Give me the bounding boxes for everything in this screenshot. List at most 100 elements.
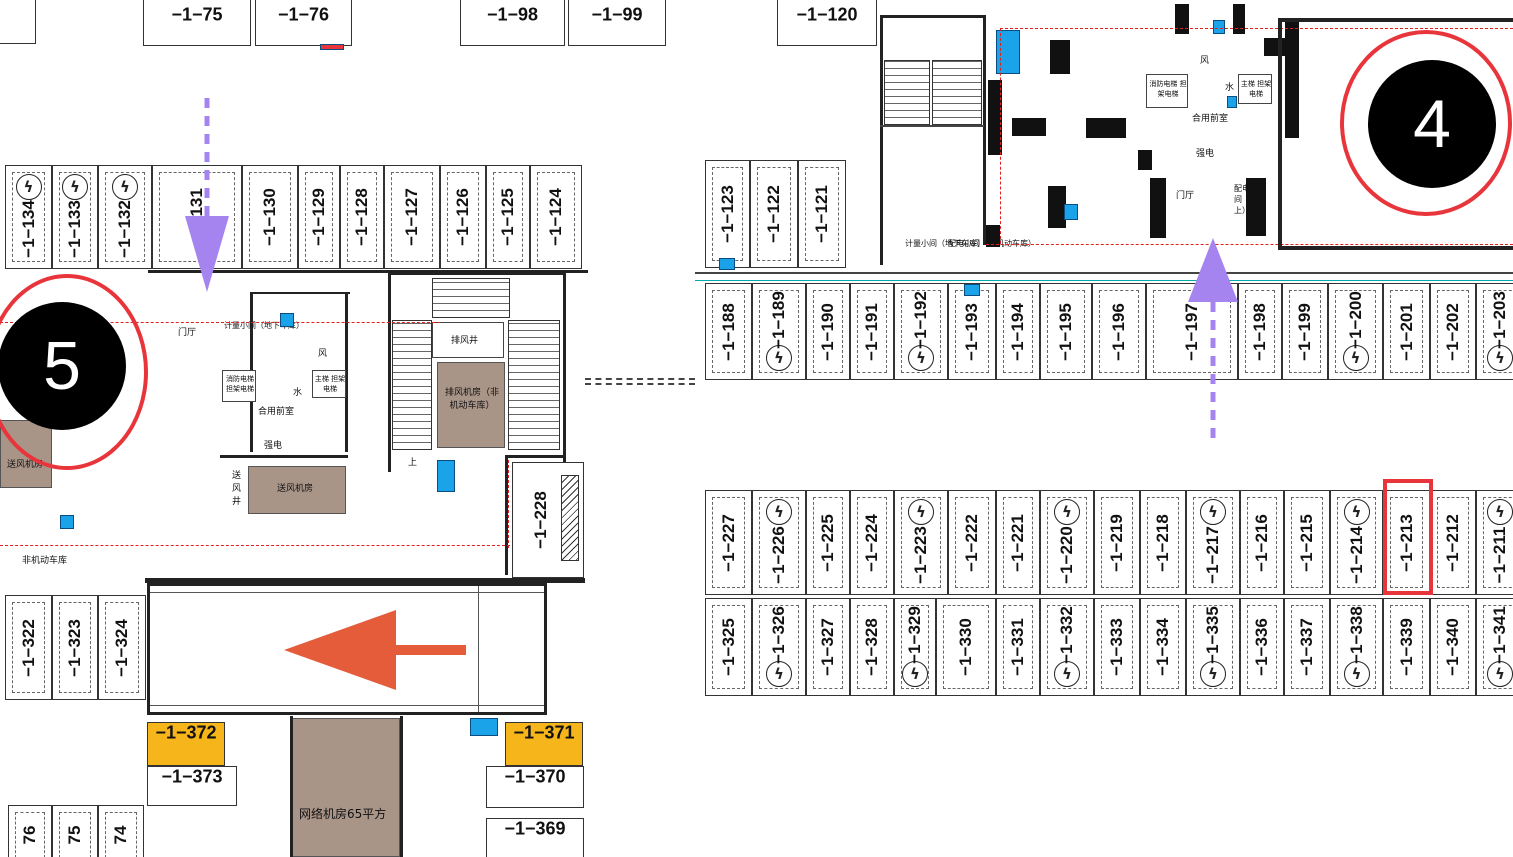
stall-label: −1−325 [718,618,738,676]
ev-charging-icon: ϟ [112,174,138,200]
stairwell [392,320,432,450]
stall-label: −1−226 [769,526,788,584]
stall-label: −1−202 [1443,302,1462,361]
wall [345,292,348,452]
parking-stall: ϟ−1−329 [894,598,936,696]
wall [220,455,348,458]
stall-label: −1−191 [862,302,881,361]
parking-stall: −1−195 [1040,283,1092,380]
stall-label: −1−339 [1396,618,1416,676]
stall-label: −1−373 [161,766,223,787]
ev-charging-icon: ϟ [908,345,934,371]
parking-stall: −1−213 [1383,490,1430,595]
ev-charging-icon: ϟ [766,499,792,525]
parking-stall: −1−126 [440,165,486,269]
stall-label: −1−220 [1057,526,1076,584]
meter-room-label: 计量小间（地下车库） [905,239,985,248]
parking-stall: ϟ−1−132 [98,165,152,269]
stall-label: −1−219 [1107,513,1126,572]
wall [880,15,986,18]
stall-label: −1−223 [911,526,930,584]
boundary-line [1000,28,1513,29]
zone-highlight [0,274,148,470]
ev-charging-icon: ϟ [908,499,934,525]
wall [145,578,585,583]
parking-stall: −1−369 [486,818,584,857]
distribution-room-label: 配电小间（地上） [1234,184,1258,215]
fire-elevator: 消防电梯 担架电梯 [1146,74,1188,108]
blue-marker [964,284,980,296]
ev-charging-icon: ϟ [766,661,792,687]
parking-stall: −1−219 [1094,490,1140,595]
blue-marker [280,313,294,327]
parking-stall: ϟ−1−341 [1476,598,1513,696]
parking-stall: −1−76 [255,0,352,46]
stall-label: −1−372 [155,722,217,743]
parking-stall: −1−334 [1140,598,1186,696]
stall-label: −1−336 [1252,618,1271,676]
stall-label: −1−218 [1153,513,1172,572]
stall-label: −1−214 [1346,526,1366,584]
ev-charging-icon: ϟ [1200,661,1226,687]
parking-stall: −1−128 [340,165,384,269]
direction-arrow-icon [284,610,466,690]
direction-arrow-icon [185,98,229,292]
stairwell [884,60,930,125]
parking-stall: −1−215 [1284,490,1330,595]
stall-label: −1−126 [453,188,472,246]
fire-marker [320,44,344,50]
parking-stall: ϟ−1−192 [894,283,948,380]
blue-marker [1064,204,1078,220]
zone-highlight [1340,30,1512,216]
parking-stall: −1−122 [750,160,798,268]
parking-stall: −1−328 [850,598,894,696]
wall [250,292,350,294]
parking-stall: −1−202 [1430,283,1476,380]
parking-stall: −1−98 [460,0,565,46]
stall-label: −1−323 [65,618,84,677]
stall-label: −1−371 [513,722,575,743]
air-label: 风 [1200,56,1210,66]
boundary-line [1000,28,1001,244]
zone-marker: 4 [1368,60,1496,188]
parking-stall: −1−330 [936,598,996,696]
stall-label: −1−340 [1443,618,1462,676]
stall-label: −1−129 [309,188,328,246]
stall-label: 76 [20,825,39,845]
stairwell [508,320,560,450]
air-label: 风 [318,349,328,359]
exhaust-fan-room: 排风机房（非机动车库） [437,362,505,448]
stall-label: −1−334 [1153,618,1172,676]
main-elevator: 主梯 担架电梯 [312,370,346,398]
parking-stall: −1−333 [1094,598,1140,696]
stall-label: −1−225 [818,513,837,572]
stall-label: −1−121 [812,185,831,243]
parking-stall: −1−212 [1430,490,1476,595]
parking-stall: −1−339 [1383,598,1430,696]
boundary-line [0,545,510,546]
shared-lobby-label: 合用前室 [1192,114,1229,124]
blue-marker [1213,20,1225,34]
parking-stall: −1−201 [1383,283,1430,380]
wall [695,280,1513,281]
stall-label: −1−124 [546,188,565,246]
parking-stall: −1−120 [777,0,877,46]
parking-stall: −1−196 [1092,283,1146,380]
stall-label: −1−212 [1443,513,1462,572]
boundary-line [986,244,1513,245]
stall-label: −1−335 [1203,606,1222,665]
wall [505,455,565,458]
zone-marker: 5 [0,302,126,430]
stall-label: −1−328 [862,618,881,676]
blue-marker [719,258,735,270]
stall-label: −1−122 [764,185,783,243]
stall-label: −1−211 [1490,526,1509,584]
air-supply-room: 送风机房 [248,466,346,514]
parking-stall: −1−130 [242,165,298,269]
stall-label: −1−333 [1107,618,1126,676]
strong-weak-label: 强电 [264,441,283,451]
stall-label: −1−99 [591,4,643,25]
stall-label: −1−188 [718,302,738,361]
ev-charging-icon: ϟ [1487,345,1513,371]
parking-stall: ϟ−1−338 [1330,598,1383,696]
